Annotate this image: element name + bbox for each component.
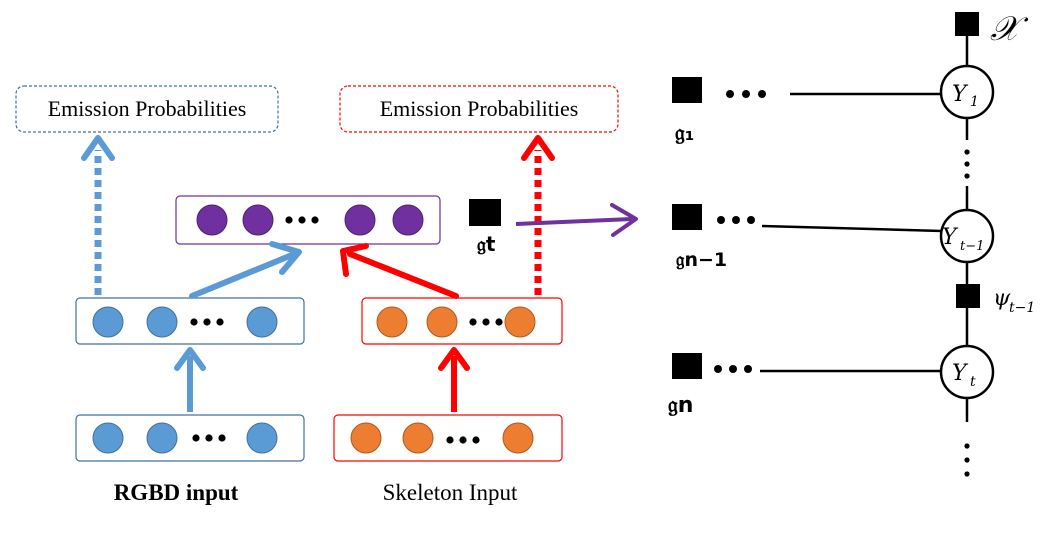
node-y-t: Y t bbox=[939, 344, 995, 400]
skeleton-hidden-node bbox=[426, 306, 458, 338]
skeleton-input-label: Skeleton Input bbox=[383, 480, 518, 505]
ytm1-sub: t−1 bbox=[960, 239, 984, 254]
skeleton-input-layer bbox=[333, 414, 563, 462]
fused-node bbox=[196, 204, 228, 236]
arrow-blue-input-to-hidden bbox=[174, 347, 206, 412]
rgbd-input-node bbox=[146, 422, 178, 454]
factor-g-t: 𝔤t bbox=[469, 199, 501, 256]
rgbd-input-node bbox=[246, 422, 278, 454]
gn-label: 𝔤n bbox=[668, 393, 693, 418]
g-t-label: 𝔤t bbox=[477, 232, 496, 256]
fused-layer bbox=[175, 195, 441, 245]
y1-label: Y bbox=[952, 82, 969, 107]
rgbd-input-node bbox=[92, 422, 124, 454]
skeleton-input-node bbox=[350, 422, 382, 454]
skeleton-hidden-layer bbox=[361, 297, 563, 345]
skeleton-hidden-node bbox=[504, 306, 536, 338]
fused-node bbox=[392, 204, 424, 236]
rgbd-input-label: RGBD input bbox=[114, 480, 239, 505]
rgbd-hidden-node bbox=[146, 306, 178, 338]
g1-label: 𝔤₁ bbox=[675, 121, 694, 146]
purple-arrow bbox=[515, 203, 638, 237]
emission-label-red: Emission Probabilities bbox=[380, 96, 579, 121]
rgbd-hidden-layer bbox=[75, 297, 305, 345]
arrow-blue-to-fused bbox=[189, 241, 302, 299]
node-y-t-minus-1: Y t−1 bbox=[939, 208, 995, 264]
psi-label: ψ bbox=[993, 286, 1011, 311]
fused-node bbox=[242, 204, 274, 236]
emission-box-red: Emission Probabilities bbox=[339, 85, 619, 133]
yt-sub: t bbox=[970, 374, 976, 390]
y1-sub: 1 bbox=[970, 94, 979, 110]
yt-label: Y bbox=[952, 361, 969, 386]
rgbd-input-layer bbox=[75, 414, 305, 462]
psi-sub: t−1 bbox=[1009, 300, 1035, 316]
skeleton-hidden-node bbox=[376, 306, 408, 338]
factor-gn-row: 𝔤n bbox=[668, 353, 941, 418]
ytm1-label: Y bbox=[942, 225, 959, 250]
gnm1-label: 𝔤n−1 bbox=[676, 249, 727, 271]
emission-box-blue: Emission Probabilities bbox=[15, 85, 279, 133]
arrow-red-input-to-hidden bbox=[438, 347, 470, 412]
factor-psi: ψ t−1 bbox=[956, 284, 1035, 316]
rgbd-hidden-node bbox=[246, 306, 278, 338]
skeleton-input-node bbox=[502, 422, 534, 454]
node-y1: Y 1 bbox=[939, 64, 995, 120]
skeleton-input-node bbox=[402, 422, 434, 454]
emission-label-blue: Emission Probabilities bbox=[48, 96, 247, 121]
factor-g1-row: 𝔤₁ bbox=[672, 77, 941, 146]
rgbd-hidden-node bbox=[92, 306, 124, 338]
dotted-arrow-blue bbox=[81, 135, 115, 295]
x-label: 𝒳 bbox=[990, 9, 1029, 49]
fused-node bbox=[344, 204, 376, 236]
dotted-arrow-red bbox=[521, 135, 555, 295]
factor-gnm1-row: 𝔤n−1 bbox=[672, 204, 943, 271]
arrow-red-to-fused bbox=[340, 243, 459, 299]
